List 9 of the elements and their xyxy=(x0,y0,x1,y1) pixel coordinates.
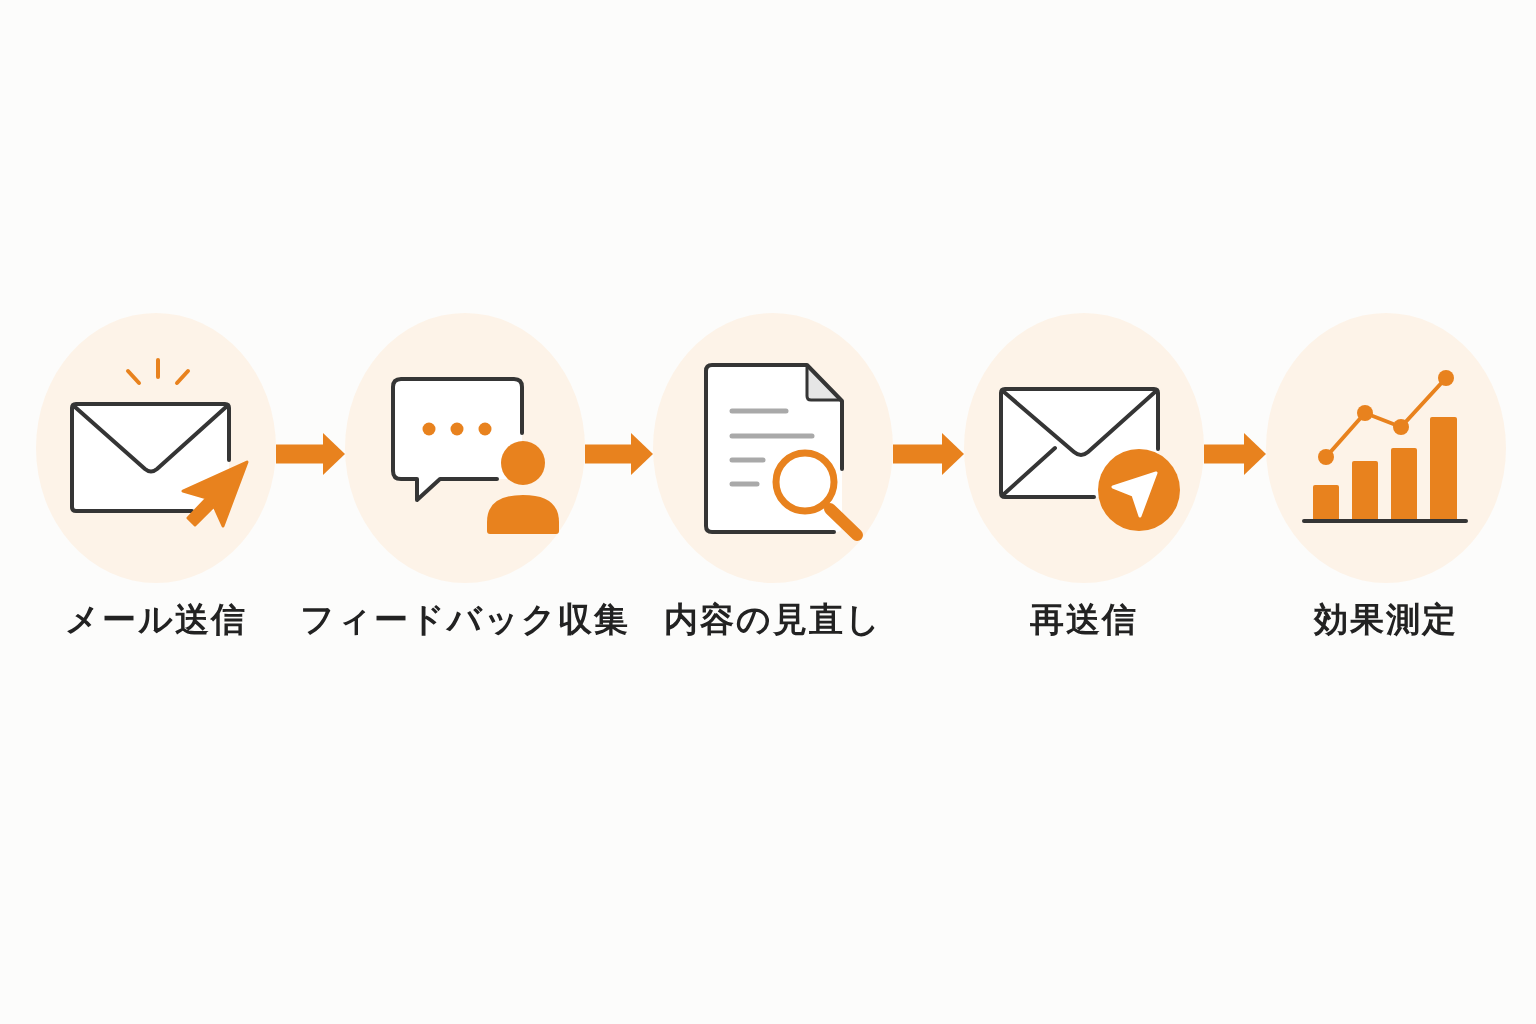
step-label: 内容の見直し xyxy=(664,600,882,640)
step-label: 再送信 xyxy=(1030,600,1138,640)
step-label: フィードバック収集 xyxy=(300,600,630,640)
step-label: メール送信 xyxy=(65,600,247,640)
arrow xyxy=(893,433,964,475)
arrow xyxy=(276,433,345,475)
arrow xyxy=(1204,433,1266,475)
arrow xyxy=(585,433,653,475)
step-label: 効果測定 xyxy=(1314,600,1458,640)
